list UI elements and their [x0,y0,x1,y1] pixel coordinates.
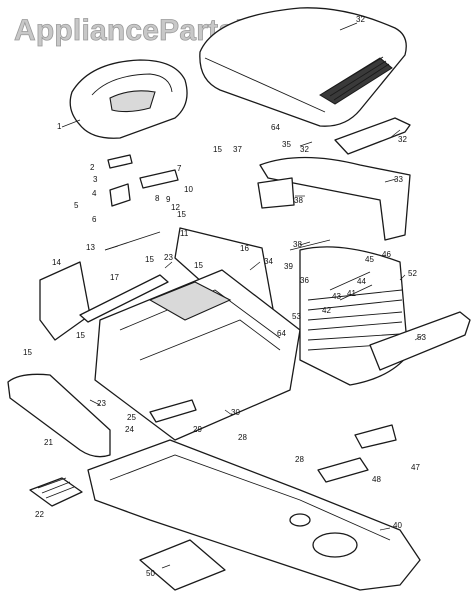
callout-42: 42 [322,306,331,315]
seat-hardware [104,154,179,251]
bracket-47 [354,424,397,449]
callout-8: 8 [155,194,160,203]
callout-13: 13 [86,243,95,252]
callout-15-a: 15 [145,255,154,264]
hood-hinge-bracket [334,117,411,155]
callout-12: 12 [171,203,180,212]
callout-53-a: 53 [292,312,301,321]
callout-37: 37 [233,145,242,154]
callout-38-a: 38 [294,196,303,205]
callout-38-b: 38 [293,240,302,249]
linkage-rod [329,271,373,301]
callout-32-b: 32 [300,145,309,154]
bracket-38 [257,177,295,209]
callout-39: 39 [284,262,293,271]
callout-46: 46 [382,250,391,259]
callout-29: 29 [193,425,202,434]
callout-24: 24 [125,425,134,434]
callout-64-b: 64 [277,329,286,338]
callout-15-d: 15 [23,348,32,357]
callout-45: 45 [365,255,374,264]
front-bumper [369,311,471,371]
callout-44: 44 [357,277,366,286]
bracket-48 [317,457,369,483]
callout-15-f: 15 [194,261,203,270]
callout-numbers: 1 2 3 4 5 6 7 8 9 10 11 12 13 14 15 15 1… [23,15,426,578]
dash-panel [259,156,411,241]
leader-lines [61,22,424,569]
bracket-29 [149,399,197,423]
callout-43: 43 [332,292,341,301]
callout-41: 41 [347,289,356,298]
callout-2: 2 [90,163,95,172]
callout-15-b: 15 [213,145,222,154]
callout-14: 14 [52,258,61,267]
callout-28-b: 28 [295,455,304,464]
left-side-panel [39,261,91,341]
callout-5: 5 [74,201,79,210]
seat [69,59,188,139]
callout-1: 1 [57,122,62,131]
callout-28-a: 28 [238,433,247,442]
callout-33: 33 [394,175,403,184]
callout-23-b: 23 [97,399,106,408]
chassis-frame [87,439,421,591]
callout-23-a: 23 [164,253,173,262]
callout-15-e: 15 [76,331,85,340]
callout-22: 22 [35,510,44,519]
hood-rod [289,239,331,251]
callout-34: 34 [264,257,273,266]
callout-40: 40 [393,521,402,530]
callout-15-c: 15 [177,210,186,219]
callout-17: 17 [110,273,119,282]
rear-body-pan [94,269,301,441]
callout-30: 30 [231,408,240,417]
callout-4: 4 [92,189,97,198]
callout-9: 9 [166,195,171,204]
callout-7: 7 [177,164,182,173]
callout-32-c: 32 [398,135,407,144]
hood-grille-vents [319,56,393,105]
footrest-pad [7,373,111,458]
callout-25: 25 [127,413,136,422]
callout-36: 36 [300,276,309,285]
callout-52: 52 [408,269,417,278]
callout-53-b: 53 [417,333,426,342]
callout-6: 6 [92,215,97,224]
callout-11: 11 [180,229,189,238]
hood [199,7,407,127]
callout-32-a: 32 [356,15,365,24]
callout-47: 47 [411,463,420,472]
callout-16: 16 [240,244,249,253]
step-mat [29,477,83,507]
callout-3: 3 [93,175,98,184]
callout-10: 10 [184,185,193,194]
callout-50: 50 [146,569,155,578]
callout-48: 48 [372,475,381,484]
callout-35: 35 [282,140,291,149]
footrest-rail [79,274,169,323]
callout-64-a: 64 [271,123,280,132]
callout-21: 21 [44,438,53,447]
floor-plate [139,539,226,591]
